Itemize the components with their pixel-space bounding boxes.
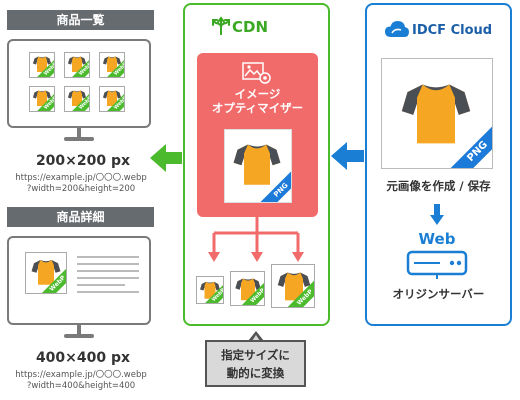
webp-thumbnail: WebP — [29, 86, 55, 112]
list-url-line2: ?width=200&height=200 — [26, 184, 136, 194]
text-line — [77, 291, 139, 293]
webp-thumbnail: WebP — [99, 52, 125, 78]
webp-thumbnail: WebP — [29, 52, 55, 78]
webp-output-medium: WebP — [230, 271, 265, 306]
detail-size-text: 400×400 px — [35, 350, 131, 366]
cdn-network-icon — [212, 16, 230, 35]
arrow-left-icon — [150, 144, 182, 172]
optimizer-title-line2: オプティマイザー — [211, 101, 304, 115]
monitor-base — [64, 137, 94, 141]
text-line — [77, 270, 139, 272]
cloud-title: IDCF Cloud — [412, 23, 493, 38]
monitor-base — [64, 334, 94, 338]
detail-url-line1: https://example.jp/〇〇〇.webp — [15, 370, 147, 380]
list-size-text: 200×200 px — [35, 153, 131, 169]
image-settings-icon — [242, 62, 271, 84]
webp-output-small: WebP — [196, 276, 224, 304]
create-store-caption: 元画像を作成 / 保存 — [386, 179, 491, 193]
arrow-down-icon — [430, 204, 444, 225]
webp-output-large: WebP — [271, 264, 315, 308]
webp-thumbnail-large: WebP — [25, 252, 67, 294]
web-label: Web — [418, 230, 456, 248]
arrow-left-icon — [331, 142, 364, 170]
origin-server-caption: オリジンサーバー — [392, 287, 485, 301]
text-line — [77, 263, 139, 265]
original-image-card: PNG — [381, 58, 493, 169]
caption-pointer — [248, 331, 264, 341]
text-line — [77, 277, 139, 279]
web-server-icon — [406, 250, 468, 279]
webp-thumbnail: WebP — [64, 52, 90, 78]
webp-thumbnail: WebP — [64, 86, 90, 112]
png-source-image: PNG — [224, 129, 292, 203]
cdn-title: CDN — [232, 18, 269, 36]
optimizer-title-line1: イメージ — [234, 87, 281, 101]
text-line — [77, 256, 139, 258]
text-line — [77, 284, 125, 286]
conversion-caption: 指定サイズに 動的に変換 — [205, 340, 306, 387]
list-page-label: 商品一覧 — [7, 10, 154, 30]
detail-page-label: 商品詳細 — [7, 207, 154, 227]
detail-url-line2: ?width=400&height=400 — [26, 381, 136, 391]
list-url-line1: https://example.jp/〇〇〇.webp — [15, 173, 147, 183]
detail-monitor: WebP — [7, 236, 151, 325]
cloud-icon — [385, 21, 409, 37]
monitor-stand — [77, 325, 81, 334]
branch-arrows — [208, 216, 304, 262]
caption-line1: 指定サイズに — [221, 348, 290, 362]
list-monitor: WebP WebP WebP WebP WebP WebP — [7, 39, 151, 128]
monitor-stand — [77, 128, 81, 137]
caption-line2: 動的に変換 — [226, 366, 285, 380]
webp-thumbnail: WebP — [99, 86, 125, 112]
